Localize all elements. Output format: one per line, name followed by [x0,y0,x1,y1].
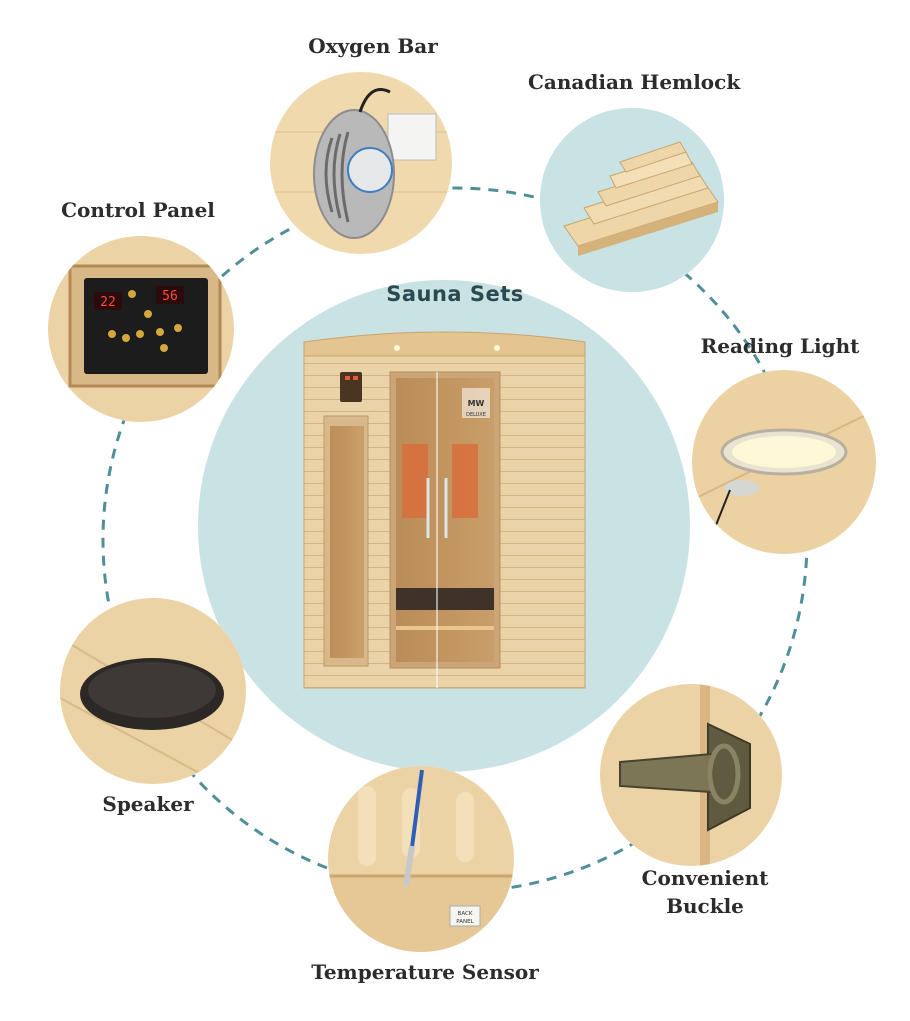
door-logo: MW [468,399,485,408]
label-convenient-buckle-line2: Buckle [666,894,744,918]
sensor-tag-line2: PANEL [456,919,474,925]
feature-control-panel: 22 56 [48,236,234,422]
feature-reading-light [692,370,876,554]
label-speaker: Speaker [102,792,194,816]
feature-canadian-hemlock [540,108,724,292]
label-convenient-buckle-line1: Convenient [641,866,769,890]
feature-speaker [60,598,246,784]
label-temperature-sensor: Temperature Sensor [311,960,539,984]
sensor-tag-line1: BACK [458,911,473,917]
label-oxygen-bar: Oxygen Bar [308,34,438,58]
feature-convenient-buckle [600,684,782,866]
control-panel-right-display: 56 [162,289,178,304]
feature-temperature-sensor: BACK PANEL [328,766,514,952]
door-logo-sub: DELUXE [466,412,486,418]
sauna-cabin-image: MW DELUXE [303,331,586,689]
label-control-panel: Control Panel [61,198,215,222]
control-panel-left-display: 22 [100,295,116,310]
label-canadian-hemlock: Canadian Hemlock [528,70,741,94]
feature-oxygen-bar [270,72,452,254]
label-reading-light: Reading Light [700,334,860,358]
page-title: Sauna Sets [386,282,524,306]
label-convenient-buckle: Convenient Buckle [630,864,780,920]
